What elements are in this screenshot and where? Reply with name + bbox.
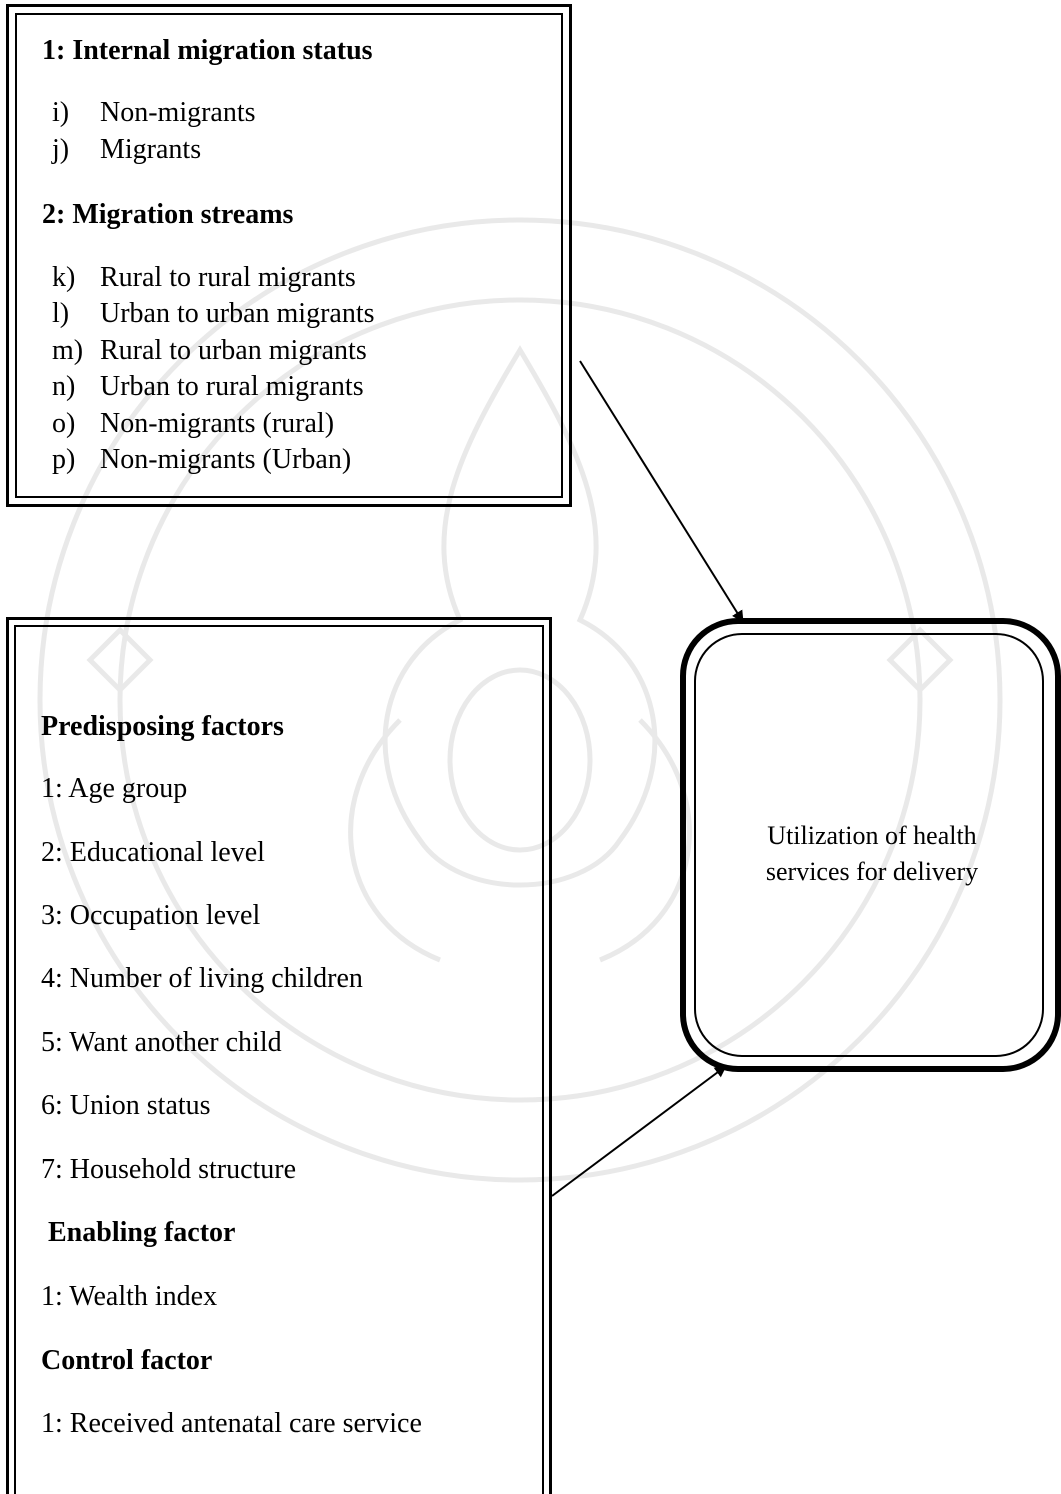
stream-item: m) Rural to urban migrants: [52, 337, 367, 365]
predisposing-item: 5: Want another child: [41, 1027, 282, 1058]
stream-item-label: Non-migrants (Urban): [100, 444, 352, 475]
outcome-label-line2: services for delivery: [765, 856, 979, 886]
stream-item: p) Non-migrants (Urban): [52, 446, 351, 474]
arrow-migration-to-outcome: [579, 360, 744, 623]
migration-streams-heading: 2: Migration streams: [42, 199, 294, 230]
status-item: i) Non-migrants: [52, 99, 256, 127]
factors-box: [6, 617, 552, 1494]
enabling-item: 1: Wealth index: [41, 1281, 218, 1312]
predisposing-item: 1: Age group: [41, 773, 188, 804]
stream-item: n) Urban to rural migrants: [52, 373, 364, 401]
control-item: 1: Received antenatal care service: [41, 1408, 422, 1439]
arrow-factors-to-outcome: [551, 1065, 727, 1197]
status-item-marker: i): [52, 97, 70, 128]
predisposing-item: 3: Occupation level: [41, 900, 261, 931]
outcome-label: Utilization of health services for deliv…: [694, 818, 1050, 889]
stream-item-marker: k): [52, 262, 76, 293]
enabling-factor-heading: Enabling factor: [48, 1217, 236, 1248]
predisposing-factors-heading: Predisposing factors: [41, 711, 284, 742]
predisposing-item: 2: Educational level: [41, 837, 265, 868]
predisposing-item: 6: Union status: [41, 1090, 211, 1121]
stream-item-marker: n): [52, 371, 76, 402]
stream-item-marker: m): [52, 335, 84, 366]
stream-item-label: Rural to urban migrants: [100, 335, 367, 366]
stream-item: o) Non-migrants (rural): [52, 410, 334, 438]
stream-item-label: Rural to rural migrants: [100, 262, 356, 293]
control-factor-heading: Control factor: [41, 1345, 213, 1376]
stream-item-marker: l): [52, 298, 70, 329]
outcome-box-inner-border: [694, 633, 1044, 1057]
factors-box-inner-border: [14, 625, 544, 1494]
stream-item: l) Urban to urban migrants: [52, 300, 375, 328]
predisposing-item: 7: Household structure: [41, 1154, 297, 1185]
stream-item-marker: p): [52, 444, 76, 475]
stream-item-marker: o): [52, 408, 76, 439]
stream-item: k) Rural to rural migrants: [52, 264, 356, 292]
internal-migration-status-heading: 1: Internal migration status: [42, 35, 373, 66]
stream-item-label: Urban to rural migrants: [100, 371, 364, 402]
stream-item-label: Non-migrants (rural): [100, 408, 335, 439]
migration-box-inner-border: [15, 13, 563, 498]
status-item-label: Non-migrants: [100, 97, 256, 128]
migration-box: [6, 4, 572, 507]
status-item: j) Migrants: [52, 136, 201, 164]
status-item-label: Migrants: [100, 134, 202, 165]
outcome-box-outer-border: [680, 618, 1061, 1072]
status-item-marker: j): [52, 134, 70, 165]
watermark-emblem: [37, 217, 1003, 1183]
predisposing-item: 4: Number of living children: [41, 963, 363, 994]
outcome-label-line1: Utilization of health: [767, 821, 977, 850]
stream-item-label: Urban to urban migrants: [100, 298, 375, 329]
